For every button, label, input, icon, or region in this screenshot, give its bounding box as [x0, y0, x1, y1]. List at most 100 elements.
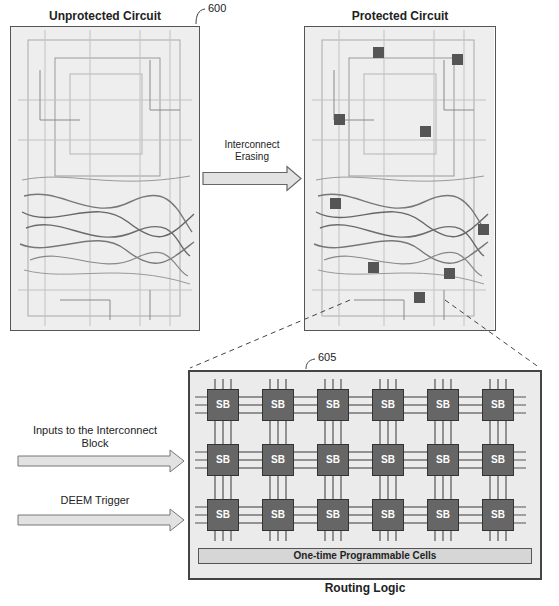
switch-box: SB: [262, 444, 294, 476]
switch-box-label: SB: [271, 399, 285, 411]
switch-box: SB: [317, 499, 349, 531]
routing-wire: [349, 412, 372, 413]
routing-wire: [239, 404, 262, 405]
erased-interconnect: [414, 292, 425, 303]
unprotected-circuit-art: [10, 26, 200, 331]
routing-wire: [222, 421, 223, 444]
routing-wire: [442, 421, 443, 444]
switch-box-label: SB: [216, 454, 230, 466]
routing-wires: [349, 397, 372, 413]
routing-wire: [349, 404, 372, 405]
routing-wires: [239, 397, 262, 413]
routing-wires: [380, 421, 396, 444]
switch-box-label: SB: [326, 399, 340, 411]
routing-wire: [277, 421, 278, 444]
routing-wires: [239, 507, 262, 523]
routing-wire: [349, 514, 372, 515]
routing-wires: [215, 421, 231, 444]
routing-wire: [379, 421, 380, 444]
routing-wires: [404, 397, 427, 413]
routing-wire: [349, 522, 372, 523]
routing-wires: [325, 476, 341, 499]
routing-wire: [497, 421, 498, 444]
routing-wire: [222, 476, 223, 499]
routing-wire: [497, 476, 498, 499]
routing-wires: [215, 476, 231, 499]
pin-stubs: [195, 379, 526, 541]
routing-ground: [188, 370, 542, 580]
erased-interconnect: [444, 268, 455, 279]
zoom-line: [190, 300, 540, 368]
erased-interconnect: [420, 126, 431, 137]
routing-wire: [239, 412, 262, 413]
routing-wire: [214, 476, 215, 499]
routing-wire: [459, 459, 482, 460]
routing-wires: [490, 421, 506, 444]
routing-wires: [459, 452, 482, 468]
switch-box: SB: [372, 444, 404, 476]
routing-wire: [230, 421, 231, 444]
routing-wires: [294, 507, 317, 523]
routing-wires: [490, 476, 506, 499]
routing-wire: [239, 467, 262, 468]
edge-label: Interconnect Erasing: [213, 139, 291, 163]
routing-wires: [270, 421, 286, 444]
routing-wire: [214, 421, 215, 444]
erased-interconnect: [368, 262, 379, 273]
routing-wire: [489, 421, 490, 444]
routing-wire: [459, 412, 482, 413]
routing-wire: [294, 412, 317, 413]
switch-box-label: SB: [436, 399, 450, 411]
pin-stubs: [514, 397, 526, 523]
routing-wires: [459, 507, 482, 523]
routing-wire: [324, 421, 325, 444]
switch-box: SB: [207, 389, 239, 421]
routing-wires: [435, 476, 451, 499]
routing-wire: [404, 459, 427, 460]
routing-wire: [239, 506, 262, 507]
routing-wire: [404, 396, 427, 397]
block-arrow: [203, 167, 301, 191]
routing-wire: [294, 396, 317, 397]
routing-wires: [325, 421, 341, 444]
interconnect-block: Routing LogicSBSBSBSBSBSBSBSBSBSBSBSBSBS…: [188, 370, 542, 580]
routing-wire: [340, 421, 341, 444]
routing-wire: [505, 421, 506, 444]
routing-wire: [459, 506, 482, 507]
routing-wires: [294, 452, 317, 468]
routing-wire: [294, 459, 317, 460]
routing-wire: [505, 476, 506, 499]
input-arrow: [18, 450, 184, 472]
routing-wire: [459, 522, 482, 523]
routing-wire: [459, 396, 482, 397]
erased-interconnect: [373, 47, 384, 58]
panel-title: Unprotected Circuit: [0, 9, 219, 23]
panel-title: Protected Circuit: [285, 9, 515, 23]
routing-wire: [404, 412, 427, 413]
routing-wire: [294, 506, 317, 507]
routing-wire: [459, 467, 482, 468]
block-arrow-shape: [203, 167, 301, 191]
switch-box: SB: [427, 444, 459, 476]
routing-wire: [395, 421, 396, 444]
routing-wire: [239, 459, 262, 460]
routing-wire: [340, 476, 341, 499]
routing-wires: [404, 507, 427, 523]
routing-wire: [459, 514, 482, 515]
routing-wire: [277, 476, 278, 499]
switch-box-label: SB: [271, 509, 285, 521]
routing-wire: [294, 514, 317, 515]
block-title: Routing Logic: [190, 581, 540, 595]
switch-box: SB: [262, 389, 294, 421]
routing-wire: [379, 476, 380, 499]
switch-box-label: SB: [326, 509, 340, 521]
routing-wire: [324, 476, 325, 499]
circuit-panel: Protected Circuit: [304, 26, 496, 331]
routing-wire: [395, 476, 396, 499]
routing-wire: [489, 476, 490, 499]
otp-cells-band: One-time Programmable Cells: [198, 548, 532, 564]
routing-wire: [434, 421, 435, 444]
signal-label: DEEM Trigger: [25, 494, 165, 507]
routing-wires: [270, 476, 286, 499]
